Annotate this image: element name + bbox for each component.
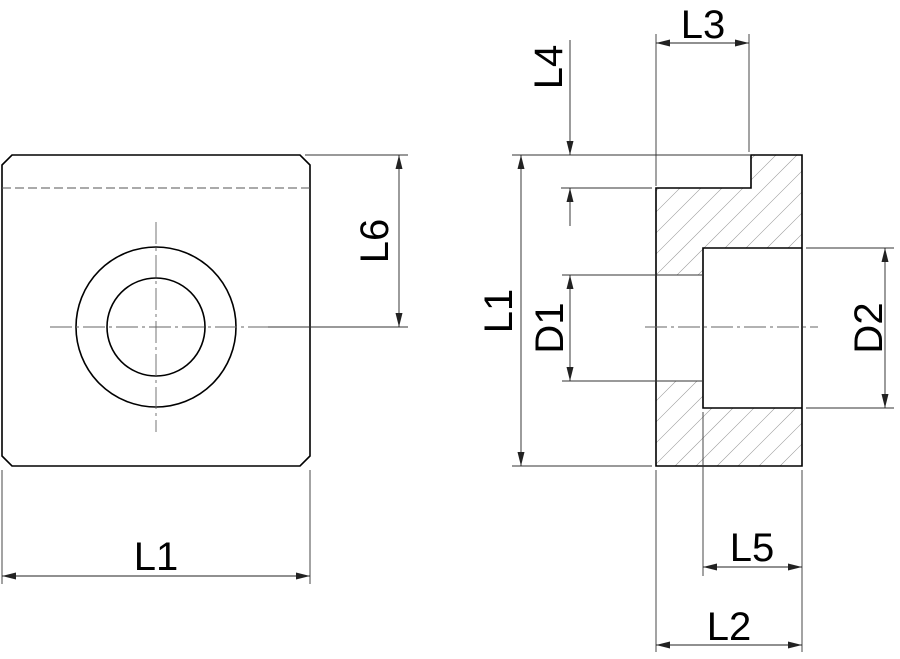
step-depth-dimension: L4 xyxy=(527,40,652,226)
thickness-dimension: L2 xyxy=(655,470,802,652)
counterbore-depth-dimension: L5 xyxy=(702,412,803,652)
section-height-dimension: L1 xyxy=(477,154,750,467)
counterbore-depth-label: L5 xyxy=(730,526,775,570)
front-width-dimension: L1 xyxy=(1,470,311,584)
small-bore-dimension: D1 xyxy=(528,274,656,382)
front-outline xyxy=(1,154,311,467)
counterbore-outline xyxy=(702,247,802,409)
front-height-dimension: L6 xyxy=(268,154,408,328)
step-width-dimension: L3 xyxy=(655,3,750,186)
large-bore-label: D2 xyxy=(847,302,891,353)
step-depth-label: L4 xyxy=(527,45,571,90)
section-height-label: L1 xyxy=(477,289,521,334)
section-outer-outline xyxy=(655,154,803,467)
front-view xyxy=(1,154,311,467)
thickness-label: L2 xyxy=(707,605,752,649)
small-bore-label: D1 xyxy=(528,302,572,353)
front-width-label: L1 xyxy=(134,535,179,579)
step-width-label: L3 xyxy=(681,3,726,47)
large-bore-dimension: D2 xyxy=(806,247,894,409)
front-height-label: L6 xyxy=(353,219,397,264)
